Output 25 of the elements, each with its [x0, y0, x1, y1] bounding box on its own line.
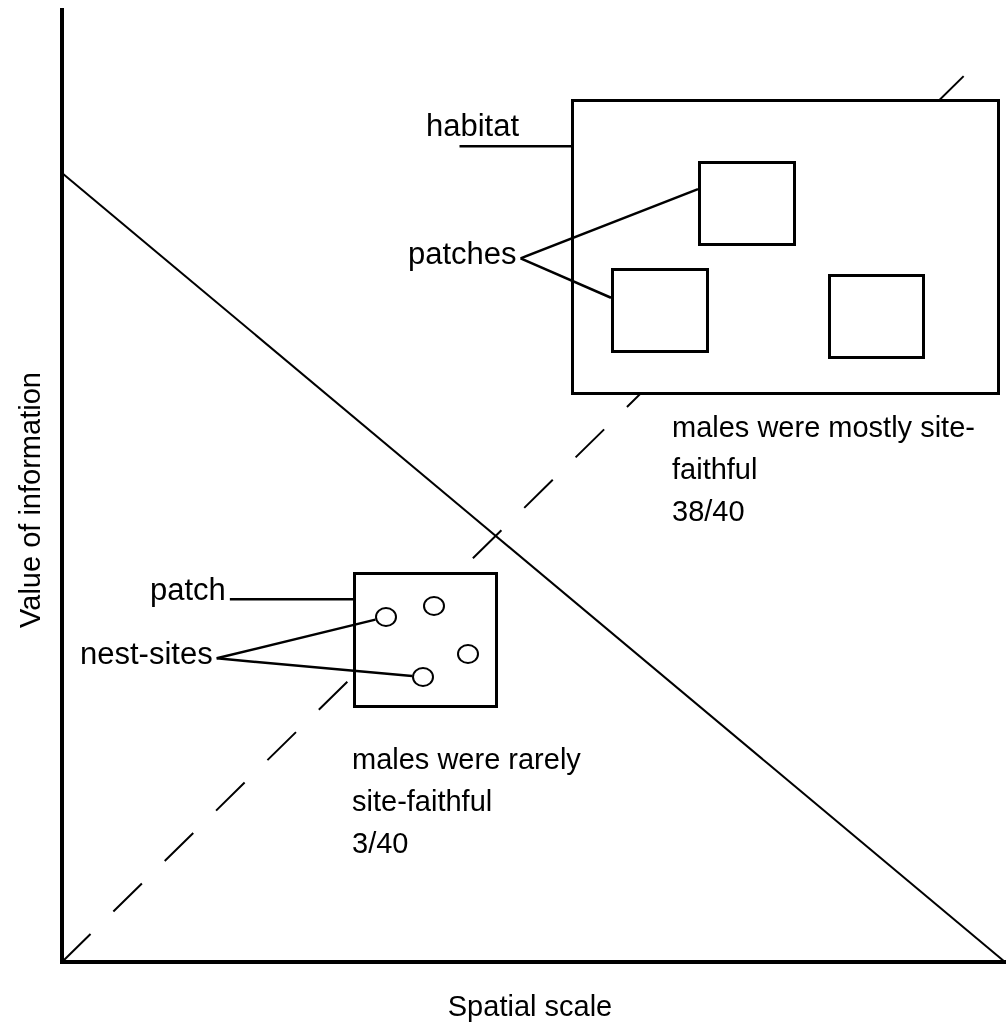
patch-rectangle — [828, 274, 925, 359]
nest-site-circle — [412, 667, 434, 687]
leader-line — [229, 597, 353, 601]
patch-rectangle — [698, 161, 796, 246]
leader-line — [216, 657, 413, 678]
axis-title: Spatial scale — [447, 989, 613, 1024]
habitat-rectangle — [571, 99, 1000, 395]
annotation-text: males were rarely site-faithful — [352, 742, 582, 819]
leader-line — [459, 145, 571, 148]
part-label: nest-sites — [80, 636, 213, 671]
part-label: patch — [150, 572, 226, 607]
annotation-text: males were mostly site-faithful — [672, 410, 976, 487]
leader-line — [520, 257, 612, 299]
nest-site-circle — [375, 607, 397, 627]
count-text: 3/40 — [352, 826, 410, 861]
nest-site-circle — [423, 596, 445, 616]
part-label: patches — [408, 236, 517, 271]
count-text: 38/40 — [672, 494, 746, 529]
leader-line — [520, 187, 699, 260]
nest-site-circle — [457, 644, 479, 664]
patch-rectangle — [353, 572, 498, 708]
leader-line — [216, 618, 376, 660]
patch-rectangle — [611, 268, 709, 353]
axis-title: Value of information — [13, 372, 47, 628]
part-label: habitat — [426, 108, 520, 143]
